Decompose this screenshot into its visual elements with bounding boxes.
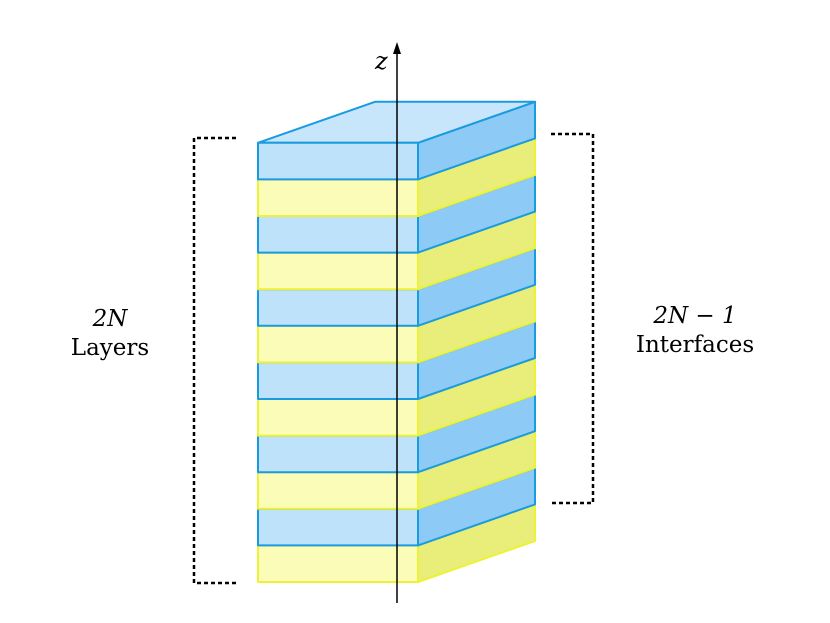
layer-front-face (257, 288, 419, 327)
layer-front-face (257, 215, 419, 254)
layer-front-face (257, 544, 419, 583)
interfaces-label: 2N − 1 Interfaces (620, 302, 770, 360)
interfaces-text-label: Interfaces (635, 332, 755, 358)
layer-front-face (257, 434, 419, 474)
z-axis-label: z (375, 47, 388, 75)
z-axis-arrowhead (393, 42, 401, 54)
left-bracket (192, 136, 236, 585)
layer-front-face (257, 251, 419, 291)
layer-front-face (257, 178, 419, 217)
layer-front-face (257, 141, 419, 181)
layer-stack (257, 100, 536, 583)
layer-front-face (257, 471, 419, 510)
layers-text-label: Layers (70, 335, 150, 361)
z-axis (393, 42, 401, 603)
layers-count-label: 2N (92, 306, 128, 332)
layers-label: 2N Layers (40, 305, 180, 363)
layer-front-face (257, 324, 419, 364)
right-bracket (551, 132, 595, 505)
layer-front-face (257, 361, 419, 400)
interfaces-count-label: 2N − 1 (653, 303, 737, 329)
layer-front-face (257, 507, 419, 547)
layer-front-face (257, 398, 419, 437)
